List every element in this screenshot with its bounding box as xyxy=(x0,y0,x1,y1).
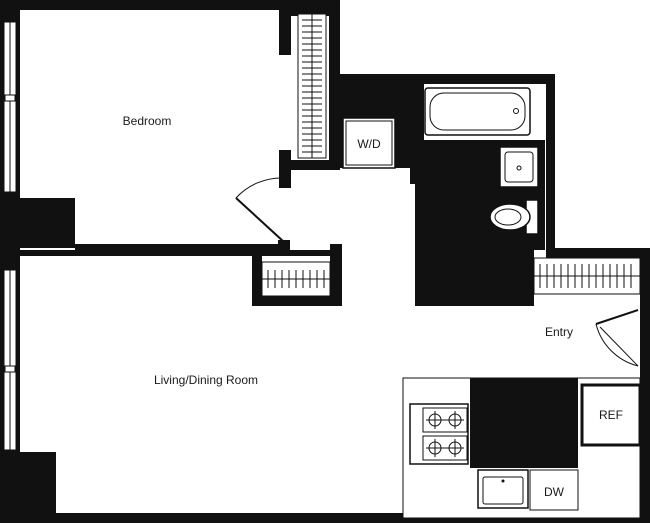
refrigerator-label: REF xyxy=(599,408,623,422)
interior-walls xyxy=(20,8,545,306)
bedroom-label: Bedroom xyxy=(123,114,172,128)
entry-closet-rods xyxy=(539,264,632,288)
kitchen: REF DW xyxy=(402,377,642,519)
entry-label: Entry xyxy=(545,325,573,339)
cooktop xyxy=(409,403,469,465)
dishwasher-label: DW xyxy=(544,485,565,499)
bedroom-door[interactable] xyxy=(235,177,285,243)
washer-dryer-closet: W/D xyxy=(342,117,396,169)
entry-closet-shelf xyxy=(533,257,641,295)
living-dining-label: Living/Dining Room xyxy=(154,373,258,387)
dishwasher xyxy=(529,469,579,511)
bedroom-closet-rods xyxy=(302,19,322,153)
kitchen-sink xyxy=(477,469,529,509)
washer-dryer-label: W/D xyxy=(357,137,381,151)
refrigerator xyxy=(580,383,642,447)
entry-door[interactable] xyxy=(595,309,639,367)
toilet xyxy=(489,199,539,235)
bathroom xyxy=(424,84,546,235)
hall-closet-rods xyxy=(267,270,325,288)
